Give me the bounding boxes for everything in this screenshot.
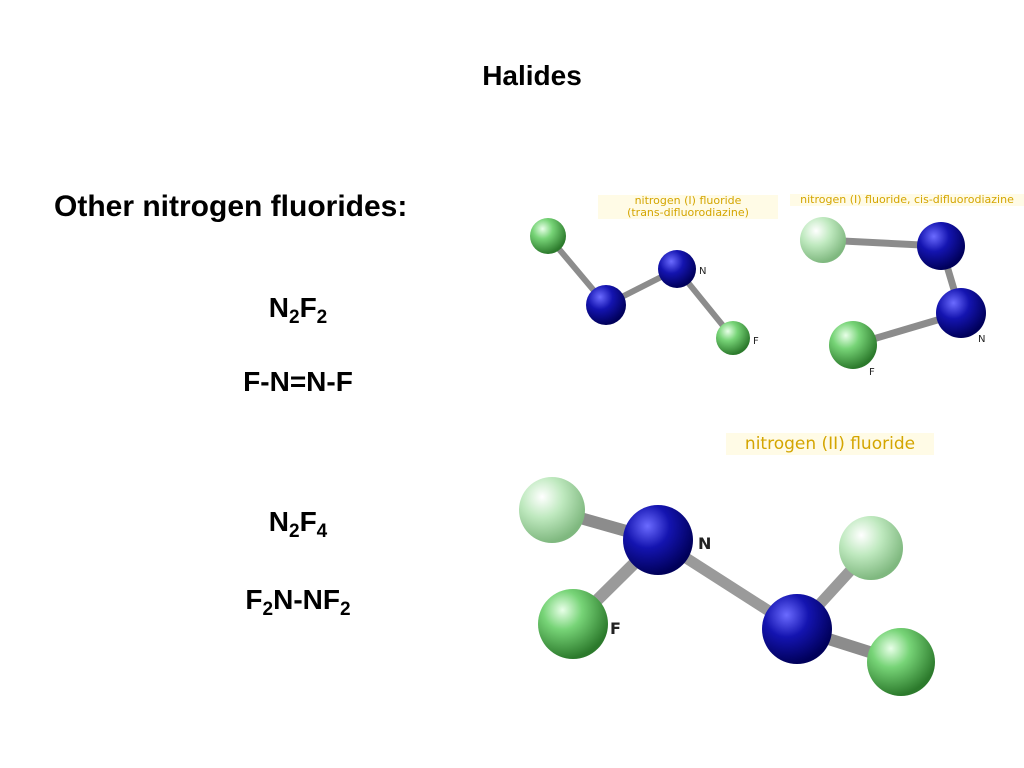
n2f4-fluorine-atom [867, 628, 935, 696]
cis-n-letter: N [978, 334, 985, 345]
structure-n2f4-b-sub: 2 [339, 599, 351, 620]
trans-n-letter: N [699, 266, 706, 277]
cis-fluorine-atom [800, 217, 846, 263]
cis-molecule: N F [800, 217, 986, 378]
formula-n2f4-a-sub: 2 [288, 521, 300, 542]
cis-nitrogen-atom [917, 222, 965, 270]
slide-subtitle: Other nitrogen fluorides: [54, 190, 408, 223]
trans-label-line2: (trans-difluorodiazine) [627, 206, 749, 219]
structure-n2f4-b: N-NF [273, 584, 340, 615]
formula-n2f2-b-sub: 2 [316, 307, 328, 328]
formula-n2f2-b: F [299, 292, 317, 323]
trans-molecule-label: nitrogen (I) fluoride (trans-difluorodia… [598, 195, 778, 219]
trans-nitrogen-atom [658, 250, 696, 288]
structure-n2f2: F-N=N-F [243, 366, 353, 397]
n2f4-fluorine-atom [519, 477, 585, 543]
n2f4-nitrogen-atom [762, 594, 832, 664]
trans-molecule: N F [530, 218, 759, 355]
n2f4-fluorine-atom [839, 516, 903, 580]
n2f4-fluorine-atom [538, 589, 608, 659]
formula-n2f4-b: F [299, 506, 317, 537]
trans-nitrogen-atom [586, 285, 626, 325]
n2f4-nitrogen-atom [623, 505, 693, 575]
n2f4-f-letter: F [610, 619, 621, 638]
slide-title-wrap: Halides [0, 60, 1024, 92]
trans-f-letter: F [753, 336, 759, 347]
structure-n2f4-a-sub: 2 [262, 599, 274, 620]
trans-fluorine-atom [716, 321, 750, 355]
formula-n2f2-a-sub: 2 [288, 307, 300, 328]
cis-nitrogen-atom [936, 288, 986, 338]
formula-n2f4-b-sub: 4 [316, 521, 328, 542]
n2f4-molecule-label: nitrogen (II) fluoride [726, 433, 934, 455]
structure-n2f4: F2N-NF2 [148, 584, 448, 621]
cis-f-letter: F [869, 367, 875, 378]
trans-fluorine-atom [530, 218, 566, 254]
structure-n2f4-a: F [245, 584, 263, 615]
trans-label-line1: nitrogen (I) fluoride [634, 194, 742, 207]
formula-n2f2: N2F2 [148, 292, 448, 329]
formula-n2f2-a: N [268, 292, 289, 323]
slide-title: Halides [482, 60, 582, 91]
n2f4-molecule: N F [519, 477, 935, 696]
cis-molecule-label: nitrogen (I) fluoride, cis-difluorodiazi… [790, 194, 1024, 206]
formula-n2f4: N2F4 [148, 506, 448, 543]
formula-n2f4-a: N [268, 506, 289, 537]
n2f4-n-letter: N [698, 534, 711, 553]
cis-fluorine-atom [829, 321, 877, 369]
